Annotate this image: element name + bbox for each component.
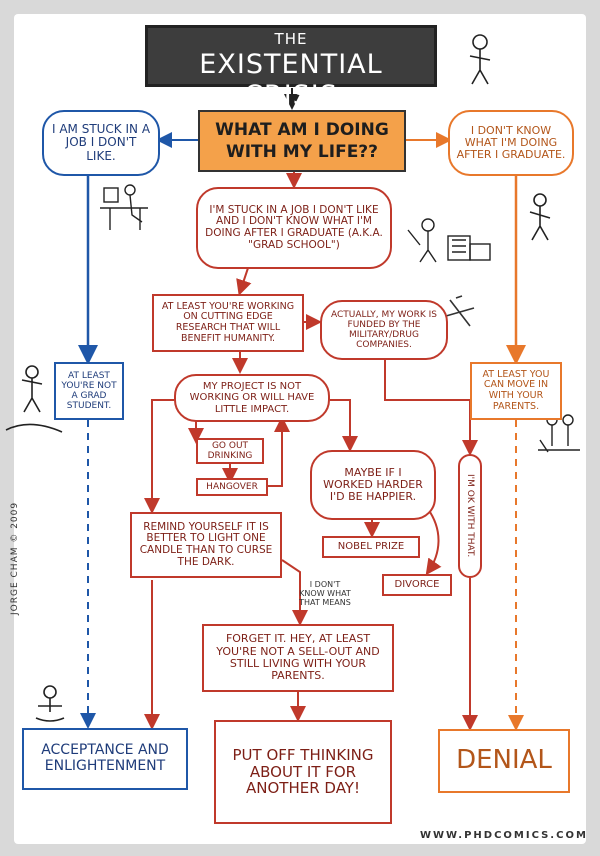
stick-figure-desk bbox=[100, 184, 148, 230]
title-banner: THE EXISTENTIAL CRISIS bbox=[145, 25, 437, 111]
node-denial: DENIAL bbox=[438, 729, 570, 793]
node-project: MY PROJECT IS NOT WORKING OR WILL HAVE L… bbox=[174, 374, 330, 422]
central-question: WHAT AM I DOING WITH MY LIFE?? bbox=[198, 110, 406, 172]
node-put-off: PUT OFF THINKING ABOUT IT FOR ANOTHER DA… bbox=[214, 720, 392, 824]
arrow-gradschool-cutting bbox=[236, 267, 252, 296]
title-small: THE bbox=[274, 30, 308, 48]
arrow-funded-ok bbox=[384, 360, 478, 456]
node-funded: ACTUALLY, MY WORK IS FUNDED BY THE MILIT… bbox=[320, 300, 448, 360]
arrow-project-maybe bbox=[330, 399, 358, 452]
stick-figure-papers bbox=[407, 218, 491, 263]
node-maybe-harder: MAYBE IF I WORKED HARDER I'D BE HAPPIER. bbox=[310, 450, 436, 520]
node-acceptance: ACCEPTANCE AND ENLIGHTENMENT bbox=[22, 728, 188, 790]
weapons-doodle bbox=[445, 295, 475, 327]
stick-figure-worried bbox=[469, 34, 491, 85]
website-url: WWW.PHDCOMICS.COM bbox=[420, 830, 588, 841]
node-forget-it: FORGET IT. HEY, AT LEAST YOU'RE NOT A SE… bbox=[202, 624, 394, 692]
node-not-grad: AT LEAST YOU'RE NOT A GRAD STUDENT. bbox=[54, 362, 124, 420]
node-ok-with-that: I'M OK WITH THAT. bbox=[458, 454, 482, 578]
node-nobel: NOBEL PRIZE bbox=[322, 536, 420, 558]
node-remind: REMIND YOURSELF IT IS BETTER TO LIGHT ON… bbox=[130, 512, 282, 578]
stick-figure-walking bbox=[529, 193, 551, 241]
arrow-hangover-project bbox=[268, 416, 290, 487]
arrow-project-remind bbox=[144, 399, 174, 514]
node-drinking: GO OUT DRINKING bbox=[196, 438, 264, 464]
node-divorce: DIVORCE bbox=[382, 574, 452, 596]
author-credit: JORGE CHAM © 2009 bbox=[10, 501, 20, 615]
node-dont-know: I DON'T KNOW WHAT I'M DOING AFTER I GRAD… bbox=[448, 110, 574, 176]
stick-figure-money bbox=[5, 365, 63, 433]
node-cutting-edge: AT LEAST YOU'RE WORKING ON CUTTING EDGE … bbox=[152, 294, 304, 352]
stick-figures-parents bbox=[538, 414, 580, 453]
arrow-remind-forget bbox=[281, 559, 308, 626]
node-stuck-job: I AM STUCK IN A JOB I DON'T LIKE. bbox=[42, 110, 160, 176]
node-move-in: AT LEAST YOU CAN MOVE IN WITH YOUR PAREN… bbox=[470, 362, 562, 420]
stick-figure-meditating bbox=[35, 685, 65, 722]
note-dont-know-means: I DON'T KNOW WHAT THAT MEANS bbox=[299, 580, 351, 608]
node-hangover: HANGOVER bbox=[196, 478, 268, 496]
node-grad-school: I'M STUCK IN A JOB I DON'T LIKE AND I DO… bbox=[196, 187, 392, 269]
title-main: EXISTENTIAL CRISIS bbox=[199, 49, 383, 111]
